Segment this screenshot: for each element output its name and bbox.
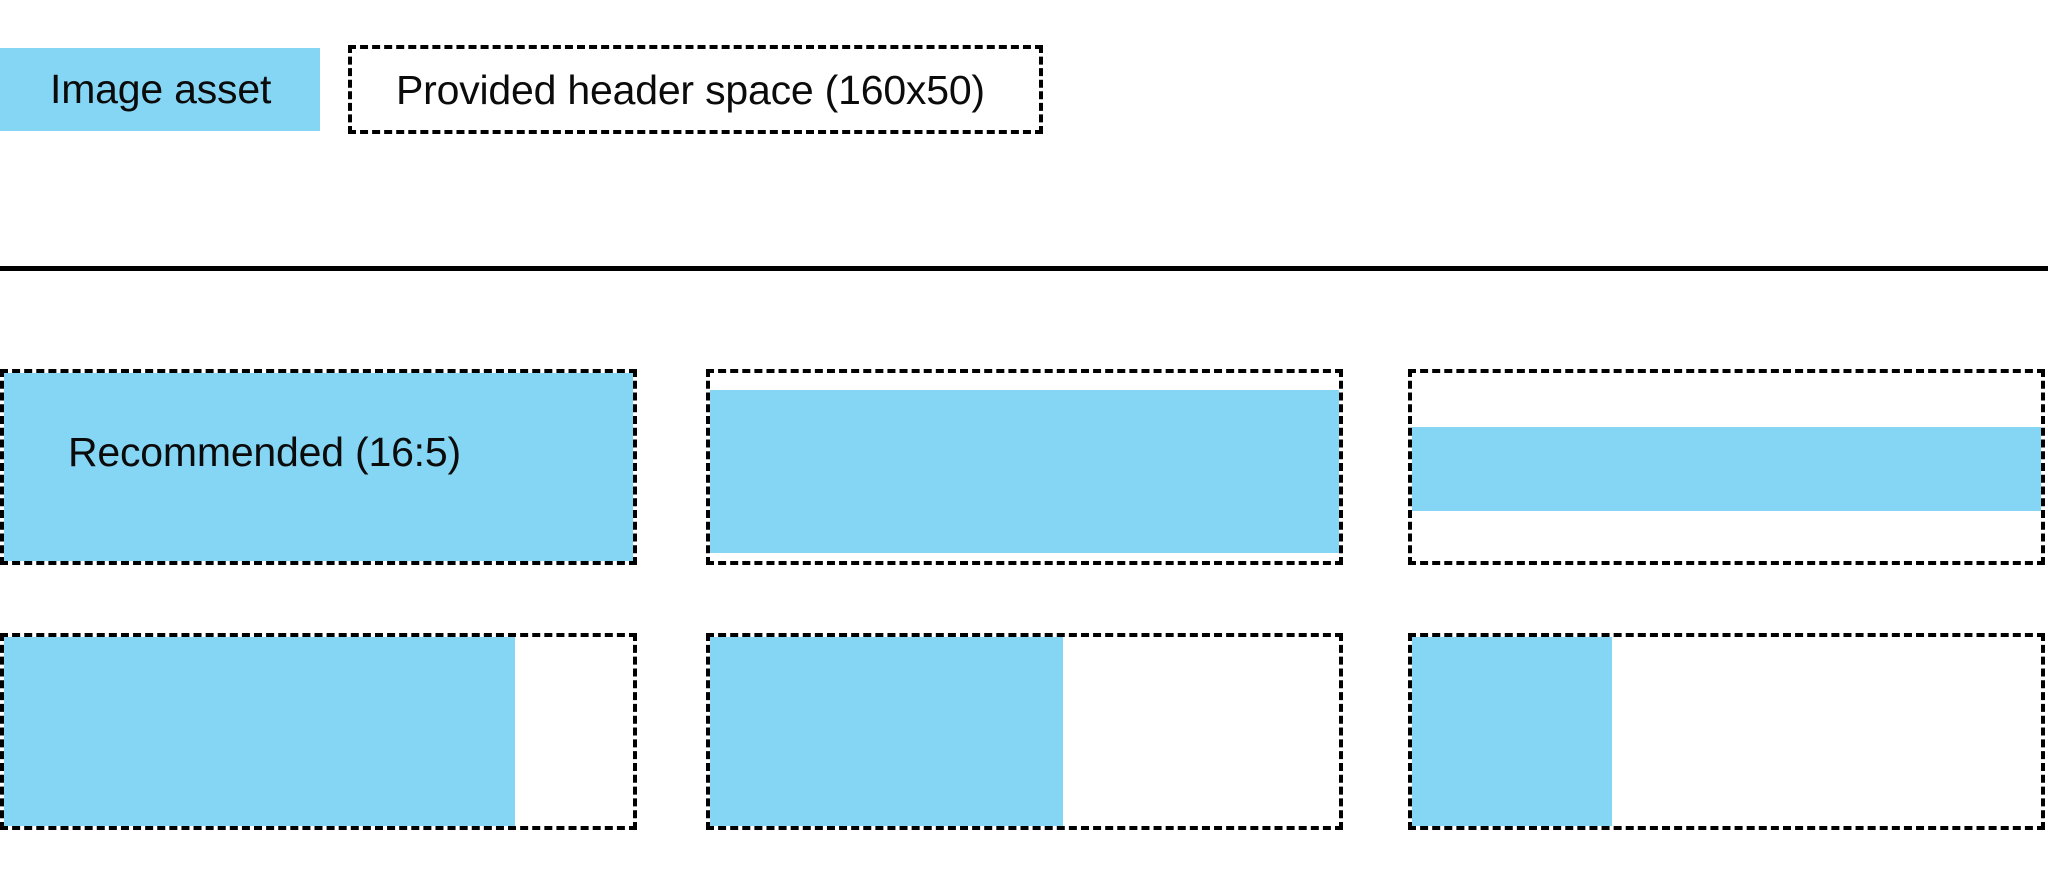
- section-divider: [0, 266, 2048, 271]
- asset-fill-swatch: [710, 637, 1063, 826]
- asset-slot-outline: [706, 369, 1343, 565]
- provided-header-space-outline: [348, 45, 1043, 134]
- asset-slot-outline: [1408, 633, 2045, 830]
- example-cell-horizontal-medium: [706, 633, 1343, 830]
- image-asset-label: Image asset: [50, 66, 272, 112]
- example-cell-vertical-inset-medium: [706, 369, 1343, 565]
- example-cell-vertical-inset-short: [1408, 369, 2045, 565]
- asset-fill-swatch: [4, 373, 633, 561]
- asset-fill-swatch: [1412, 427, 2041, 511]
- asset-fill-swatch: [710, 390, 1339, 553]
- asset-slot-outline: [706, 633, 1343, 830]
- asset-slot-outline: [0, 633, 637, 830]
- asset-fill-swatch: [1412, 637, 1612, 826]
- recommended-ratio-label: Recommended (16:5): [68, 429, 461, 475]
- example-cell-horizontal-wide: [0, 633, 637, 830]
- image-asset-swatch: [0, 48, 320, 131]
- example-cell-recommended-full-bleed: Recommended (16:5): [0, 369, 637, 565]
- provided-header-space-label: Provided header space (160x50): [396, 67, 985, 113]
- example-cell-horizontal-narrow: [1408, 633, 2045, 830]
- asset-slot-outline: [0, 369, 637, 565]
- asset-fill-swatch: [4, 637, 515, 826]
- asset-slot-outline: [1408, 369, 2045, 565]
